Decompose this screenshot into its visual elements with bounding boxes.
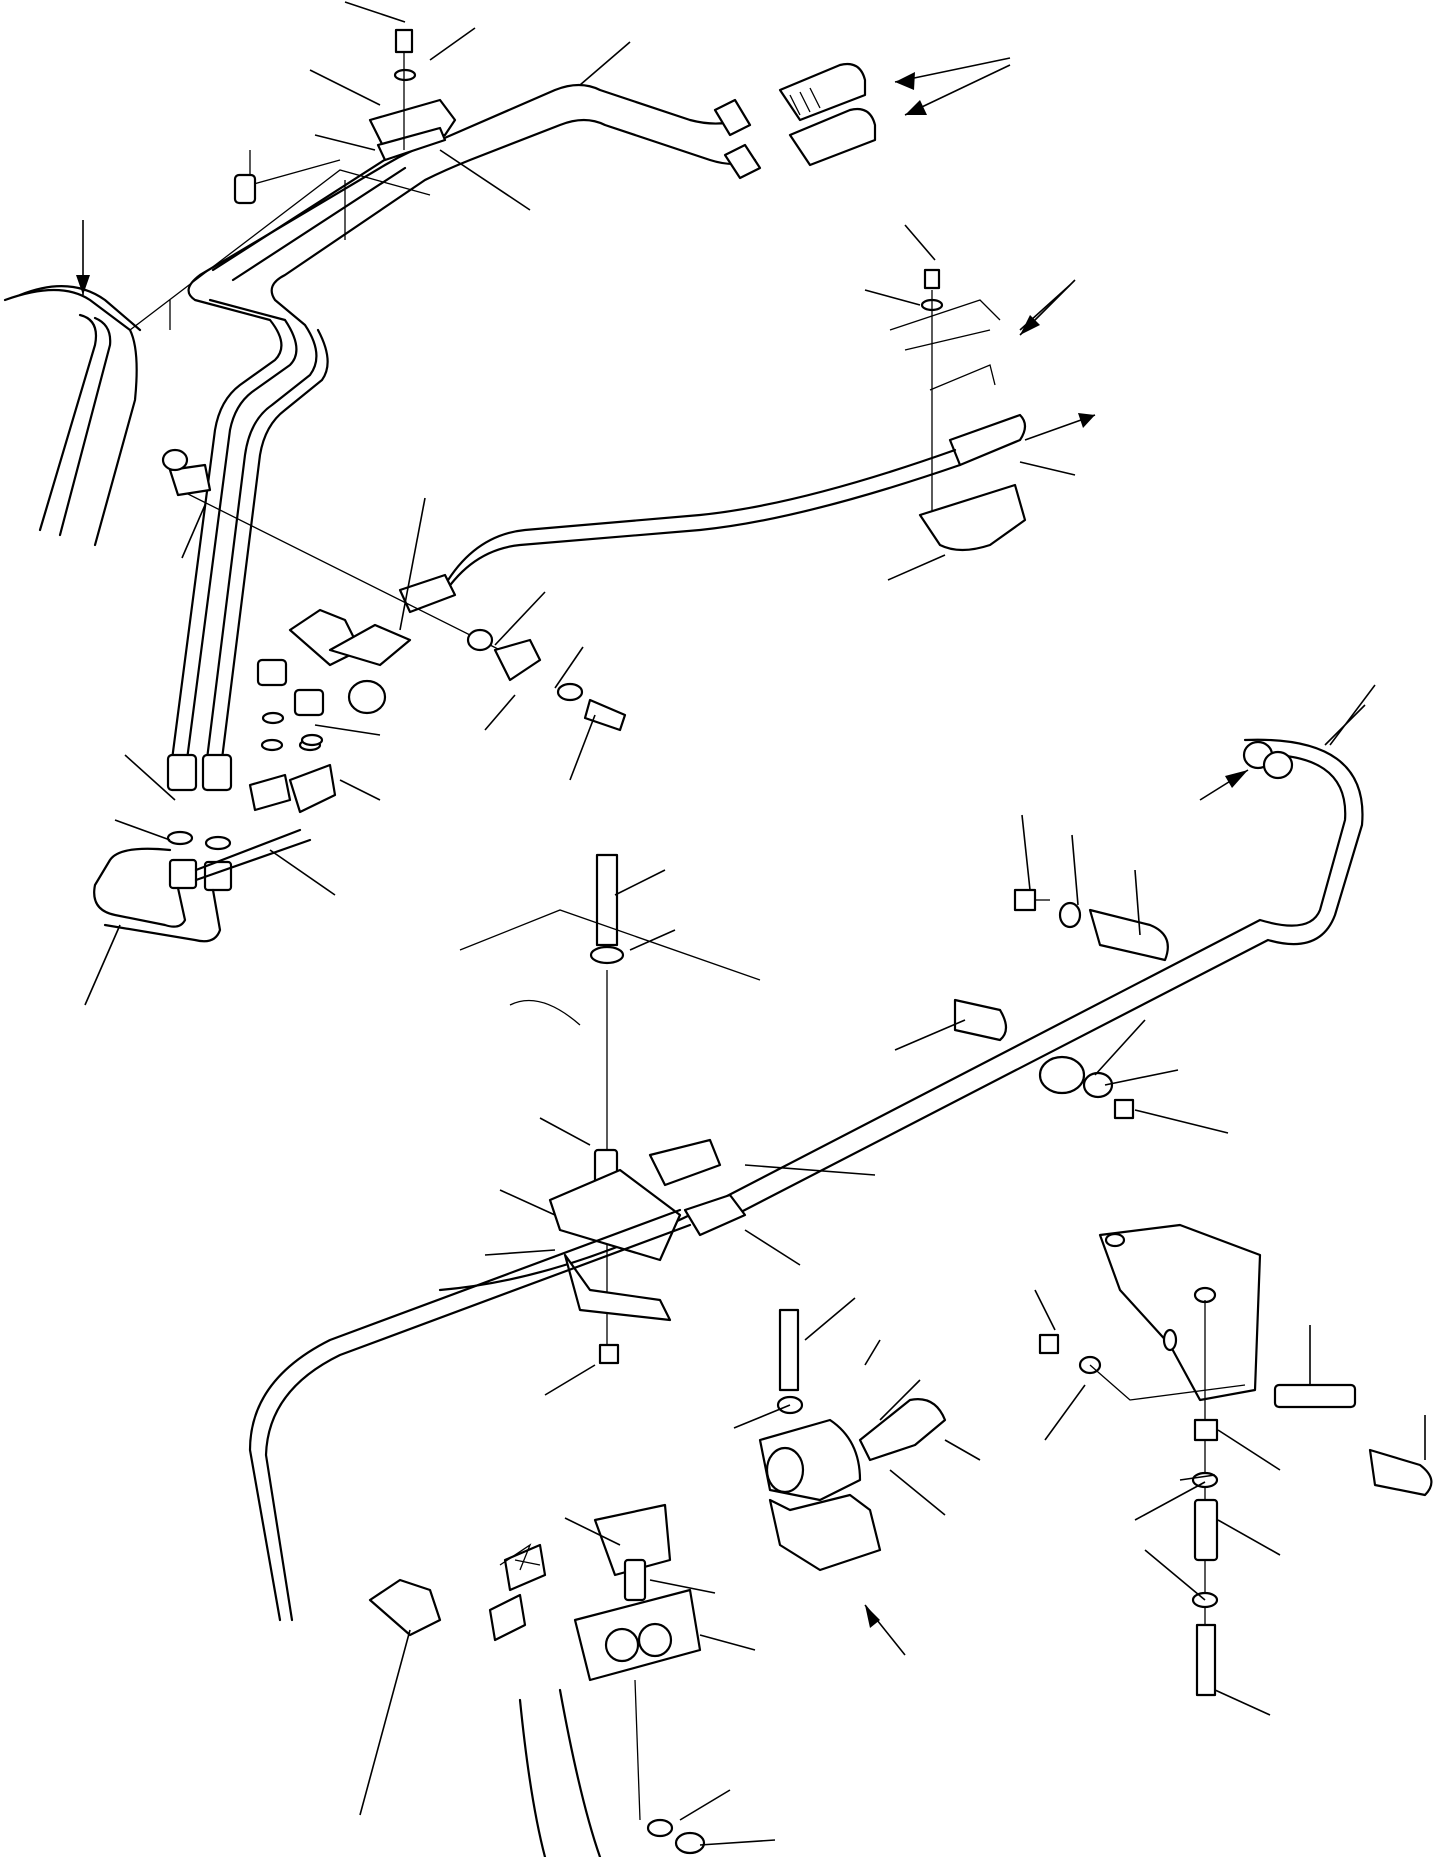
bottom-center-yoke [758, 1308, 947, 1656]
callout-leader-22 [269, 849, 336, 896]
callout-leader-4 [314, 134, 376, 151]
bottom-center-brackets [518, 1503, 706, 1857]
callout-leader-53 [1217, 1519, 1281, 1556]
top-tube-clamp [368, 28, 457, 162]
callout-leader-20 [114, 819, 171, 841]
right-loop-hose [438, 738, 1364, 1292]
callout-leader-42 [733, 1404, 791, 1429]
callout-leader-26 [1071, 834, 1079, 906]
callout-leader-25 [1021, 814, 1031, 891]
flow-arrows-right-upper [1019, 279, 1096, 441]
callout-leader-58 [679, 1789, 731, 1821]
left-lower-elbow-fittings [93, 733, 337, 943]
callout-leader-43 [889, 1469, 946, 1516]
mid-hose-run [438, 448, 962, 602]
callout-leader-39 [744, 1229, 801, 1266]
callout-leader-48 [1034, 1289, 1056, 1331]
callout-leader-47 [359, 1629, 411, 1816]
callout-leader-59 [699, 1839, 776, 1846]
center-lower-bracket-assembly [459, 853, 761, 1365]
callout-leader-lines [84, 1, 1426, 1846]
callout-leader-10 [1019, 461, 1076, 476]
callout-leader-5 [579, 41, 631, 86]
callout-leader-29 [614, 869, 666, 896]
callout-leader-12 [399, 497, 426, 631]
flow-arrows-top-right [894, 57, 1011, 116]
callout-leader-40 [544, 1364, 596, 1396]
callout-leader-52 [1217, 1429, 1281, 1471]
callout-leader-31 [894, 1019, 966, 1051]
center-left-fittings [161, 448, 501, 752]
bottom-left-connector [368, 1543, 547, 1642]
callout-leader-15 [554, 646, 584, 689]
callout-leader-41 [804, 1297, 856, 1341]
callout-leader-7 [904, 224, 936, 261]
callout-leader-16 [484, 694, 516, 731]
callout-leader-32 [1094, 1019, 1146, 1076]
callout-leader-3 [309, 69, 381, 106]
callout-leader-2 [429, 27, 476, 61]
callout-leader-44 [564, 1517, 621, 1546]
top-right-hose-fittings [713, 62, 877, 180]
callout-leader-8 [864, 289, 921, 306]
callout-leader-1 [344, 1, 406, 23]
callout-leader-45 [649, 1579, 716, 1594]
callout-leader-49 [1044, 1384, 1086, 1441]
callout-leader-28 [1329, 684, 1376, 746]
callout-leader-9 [1019, 284, 1071, 331]
callout-leader-18 [314, 724, 381, 736]
callout-leader-38 [744, 1164, 876, 1176]
callout-leader-60 [864, 1339, 881, 1366]
callout-leader-19 [339, 779, 381, 801]
frame-panel-left [3, 150, 431, 547]
callout-leader-14 [494, 591, 546, 646]
center-clamp-and-bolt [466, 628, 627, 732]
spacer-top-left [76, 173, 257, 295]
callout-leader-46 [699, 1634, 756, 1651]
callout-leader-36 [499, 1189, 556, 1216]
callout-leader-54 [1134, 1481, 1206, 1521]
callout-leader-35 [539, 1117, 591, 1146]
callout-leader-6 [439, 149, 531, 211]
callout-leader-21 [124, 754, 176, 801]
callout-leader-17 [569, 714, 596, 781]
lower-long-hose [248, 1208, 692, 1622]
callout-leader-57 [1179, 1474, 1216, 1481]
callout-leader-33 [1104, 1069, 1179, 1086]
callout-leader-37 [484, 1249, 556, 1256]
callout-leader-62 [944, 1439, 981, 1461]
callout-leader-56 [1214, 1689, 1271, 1716]
right-mid-hardware [953, 888, 1169, 1120]
callout-leader-30 [629, 929, 676, 951]
callout-leader-34 [1134, 1109, 1229, 1134]
callout-leader-13 [181, 504, 206, 559]
callout-leader-61 [879, 1379, 921, 1421]
callout-leader-23 [84, 924, 121, 1006]
bottom-right-bracket-assembly [1038, 1223, 1433, 1697]
right-upper-bracket [889, 268, 1027, 552]
callout-leader-27 [1134, 869, 1141, 936]
callout-leader-55 [1144, 1549, 1206, 1601]
callout-leader-11 [887, 554, 946, 581]
